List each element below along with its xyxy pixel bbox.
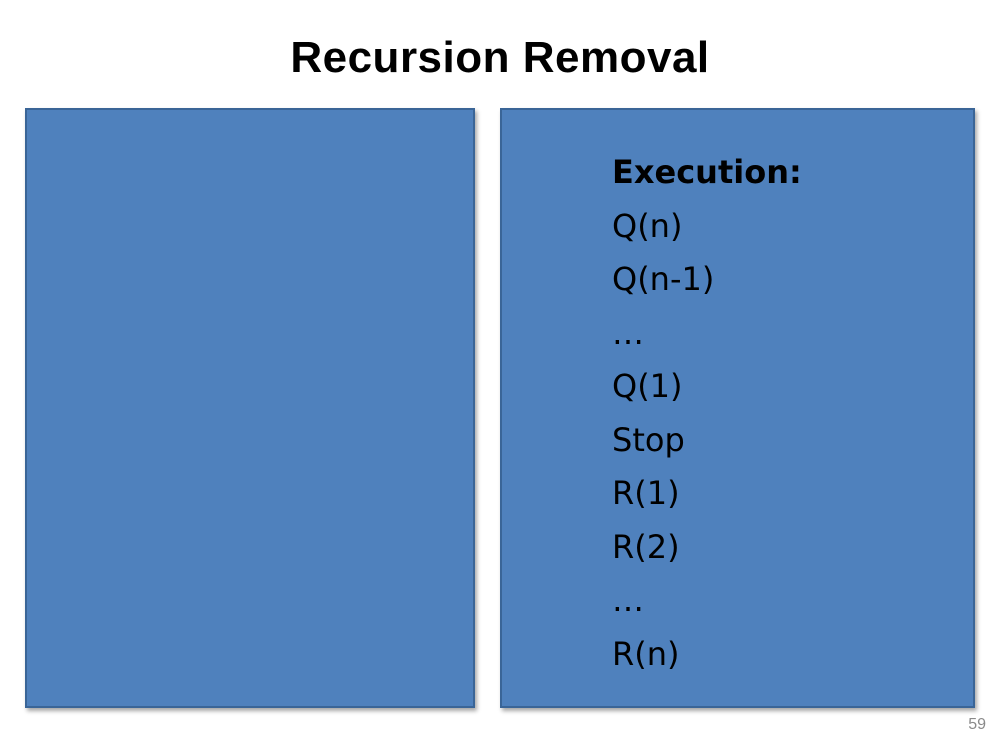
execution-line-r-2: R(2): [612, 527, 680, 566]
slide-title: Recursion Removal: [290, 33, 710, 82]
execution-line-q-1: Q(1): [612, 367, 683, 405]
left-panel: [25, 108, 475, 708]
right-panel: Execution: Q(n) Q(n-1) … Q(1) Stop R(1) …: [500, 108, 975, 708]
execution-line-stop: Stop: [612, 420, 685, 459]
execution-line-r-n: R(n): [612, 634, 680, 673]
execution-list: Execution: Q(n) Q(n-1) … Q(1) Stop R(1) …: [612, 146, 802, 681]
execution-line-ellipsis-2: …: [612, 581, 644, 619]
execution-line-q-n: Q(n): [612, 206, 683, 245]
execution-heading: Execution:: [612, 153, 802, 191]
execution-line-r-1: R(1): [612, 474, 680, 512]
execution-line-ellipsis-1: …: [612, 313, 644, 352]
page-number: 59: [968, 716, 986, 733]
execution-line-q-n-minus-1: Q(n-1): [612, 260, 715, 298]
